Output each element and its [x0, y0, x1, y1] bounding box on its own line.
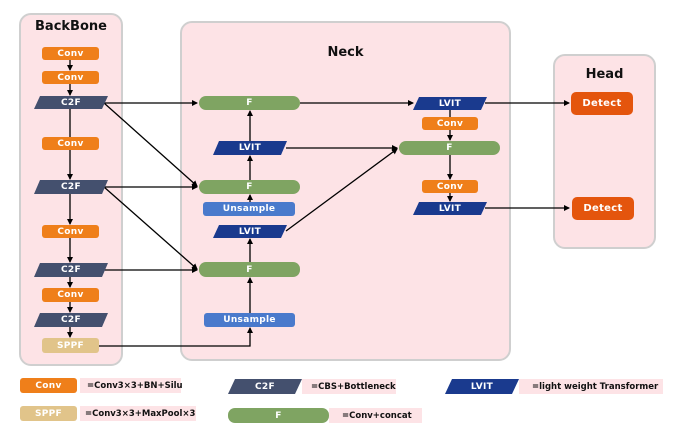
neck-f-bottom[interactable]: F: [199, 262, 300, 277]
c2f-shape-icon: [34, 96, 108, 109]
lvit-shape-icon: [413, 97, 487, 110]
c2f-shape-icon: [34, 313, 108, 327]
legend-f-swatch: F: [228, 408, 329, 423]
backbone-c2f-2[interactable]: C2F: [34, 180, 108, 194]
neck-unsample-bottom[interactable]: Unsample: [204, 313, 295, 327]
backbone-conv-5[interactable]: Conv: [42, 288, 99, 302]
legend-lvit-swatch: LVIT: [445, 379, 519, 394]
neck-lvit-right-bottom[interactable]: LVIT: [413, 202, 487, 215]
wire-c2f1-fmid: [103, 102, 198, 187]
legend-sppf-desc: =Conv3×3+MaxPool×3: [80, 406, 196, 421]
neck-f-top[interactable]: F: [199, 96, 300, 110]
head-title: Head: [585, 67, 624, 82]
legend-c2f-swatch: C2F: [228, 379, 302, 394]
backbone-c2f-1[interactable]: C2F: [34, 96, 108, 109]
lvit-shape-icon: [213, 225, 287, 238]
backbone-c2f-4[interactable]: C2F: [34, 313, 108, 327]
neck-lvit-right-top[interactable]: LVIT: [413, 97, 487, 110]
backbone-sppf[interactable]: SPPF: [42, 338, 99, 353]
wire-lvitmid-fr: [285, 148, 398, 232]
head-detect-1[interactable]: Detect: [571, 92, 633, 115]
neck-f-mid[interactable]: F: [199, 180, 300, 194]
head-detect-2[interactable]: Detect: [572, 197, 634, 220]
c2f-shape-icon: [228, 379, 302, 394]
wire-c2f2-fbot: [103, 186, 198, 270]
neck-conv-right-top[interactable]: Conv: [422, 117, 478, 130]
backbone-conv-1[interactable]: Conv: [42, 47, 99, 60]
c2f-shape-icon: [34, 180, 108, 194]
neck-f-right[interactable]: F: [399, 141, 500, 155]
legend-sppf-swatch: SPPF: [20, 406, 77, 421]
backbone-conv-3[interactable]: Conv: [42, 137, 99, 150]
backbone-title: BackBone: [35, 19, 107, 34]
neck-unsample-mid[interactable]: Unsample: [203, 202, 295, 216]
lvit-shape-icon: [413, 202, 487, 215]
neck-title: Neck: [327, 45, 364, 60]
backbone-conv-4[interactable]: Conv: [42, 225, 99, 238]
legend-lvit-desc: =light weight Transformer: [519, 379, 663, 394]
neck-lvit-mid[interactable]: LVIT: [213, 225, 287, 238]
legend-c2f-desc: =CBS+Bottleneck: [302, 379, 396, 394]
c2f-shape-icon: [34, 263, 108, 277]
legend-conv-swatch: Conv: [20, 378, 77, 393]
backbone-conv-2[interactable]: Conv: [42, 71, 99, 84]
backbone-c2f-3[interactable]: C2F: [34, 263, 108, 277]
wire-sppf-unsample: [99, 327, 253, 347]
legend-f-desc: =Conv+concat: [329, 408, 422, 423]
lvit-shape-icon: [213, 141, 287, 155]
lvit-shape-icon: [445, 379, 519, 394]
neck-conv-right-bottom[interactable]: Conv: [422, 180, 478, 193]
legend-conv-desc: =Conv3×3+BN+Silu: [80, 378, 183, 393]
neck-lvit-top[interactable]: LVIT: [213, 141, 287, 155]
